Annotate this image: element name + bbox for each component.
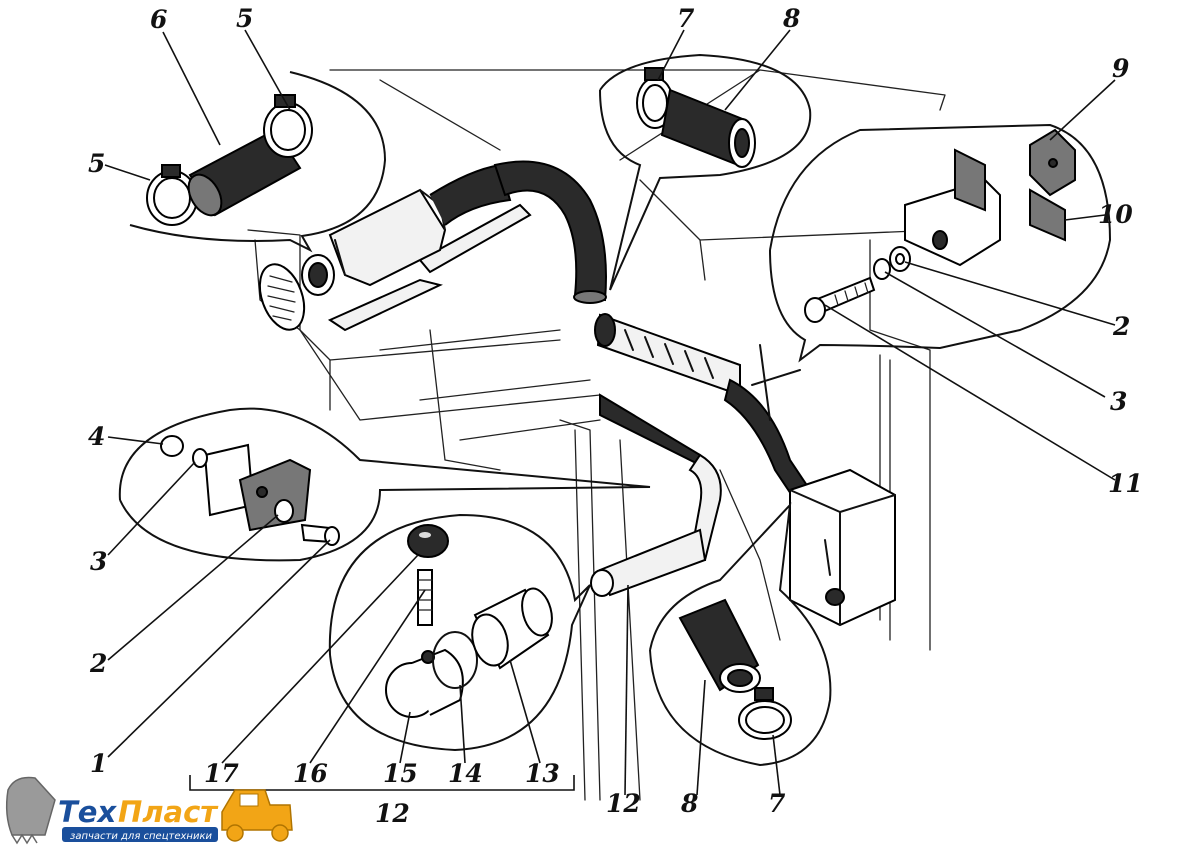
label-8-top: 8 (782, 4, 800, 33)
logo-name-part1: Тех (58, 795, 117, 829)
label-12-pipe: 12 (606, 789, 641, 818)
label-4: 4 (88, 422, 105, 451)
label-16: 16 (293, 759, 328, 788)
label-11: 11 (1108, 469, 1143, 498)
hose-8-top (660, 88, 756, 168)
nut-4 (160, 435, 208, 468)
label-5-left: 5 (88, 149, 105, 178)
ring-14 (432, 631, 478, 689)
label-17: 17 (204, 759, 239, 788)
label-9: 9 (1112, 54, 1129, 83)
callout-bubble-hose-bottom (649, 502, 832, 767)
exhaust-pipe-lower (590, 393, 722, 597)
label-2-left: 2 (89, 649, 107, 678)
label-8-bottom: 8 (680, 789, 698, 818)
callout-bubble-bolt (118, 407, 651, 562)
label-5-top: 5 (236, 4, 253, 33)
part-labels: 6 5 5 7 8 9 10 2 3 11 4 3 2 1 17 16 15 1… (88, 4, 1143, 828)
hose-clamp-7-bottom (738, 687, 792, 740)
label-3-left: 3 (90, 547, 107, 576)
sleeve-13 (471, 587, 553, 670)
label-6: 6 (150, 5, 167, 34)
texplast-logo: Тех Пласт запчасти для спецтехники (5, 776, 293, 845)
side-box (789, 468, 896, 627)
callout-bubble-clamps-left (129, 71, 387, 253)
callout-bubble-hose-top (599, 53, 812, 291)
leader-lines (104, 29, 1116, 796)
pad-9 (1029, 128, 1076, 197)
label-7-bottom: 7 (768, 789, 786, 818)
logo-name-part2: Пласт (118, 795, 219, 829)
callout-bubble-bracket (769, 123, 1112, 363)
cap-15 (385, 648, 464, 718)
cab-frame (247, 69, 946, 801)
hose-clamp-right (263, 94, 313, 158)
label-7-top: 7 (677, 4, 695, 33)
bolt-11 (804, 276, 876, 323)
washers-top (873, 246, 911, 280)
muffler-upper (301, 160, 607, 332)
hose-clamp-7-top (636, 67, 674, 129)
label-10: 10 (1098, 200, 1133, 229)
bracket-10 (904, 148, 1066, 267)
label-14: 14 (448, 759, 483, 788)
label-2-right: 2 (1112, 312, 1130, 341)
label-3-right: 3 (1110, 387, 1127, 416)
bolt-1 (274, 499, 340, 546)
label-13: 13 (525, 759, 560, 788)
muffler-right (594, 313, 812, 502)
stud-16 (417, 569, 433, 626)
label-12-group: 12 (375, 799, 410, 828)
label-15: 15 (383, 759, 418, 788)
hose-8-bottom (678, 598, 761, 693)
logo-tagline: запчасти для спецтехники (70, 831, 212, 842)
plate-bracket (203, 443, 312, 532)
label-1: 1 (90, 749, 107, 778)
cap-17 (407, 524, 449, 558)
air-grille (258, 263, 306, 331)
